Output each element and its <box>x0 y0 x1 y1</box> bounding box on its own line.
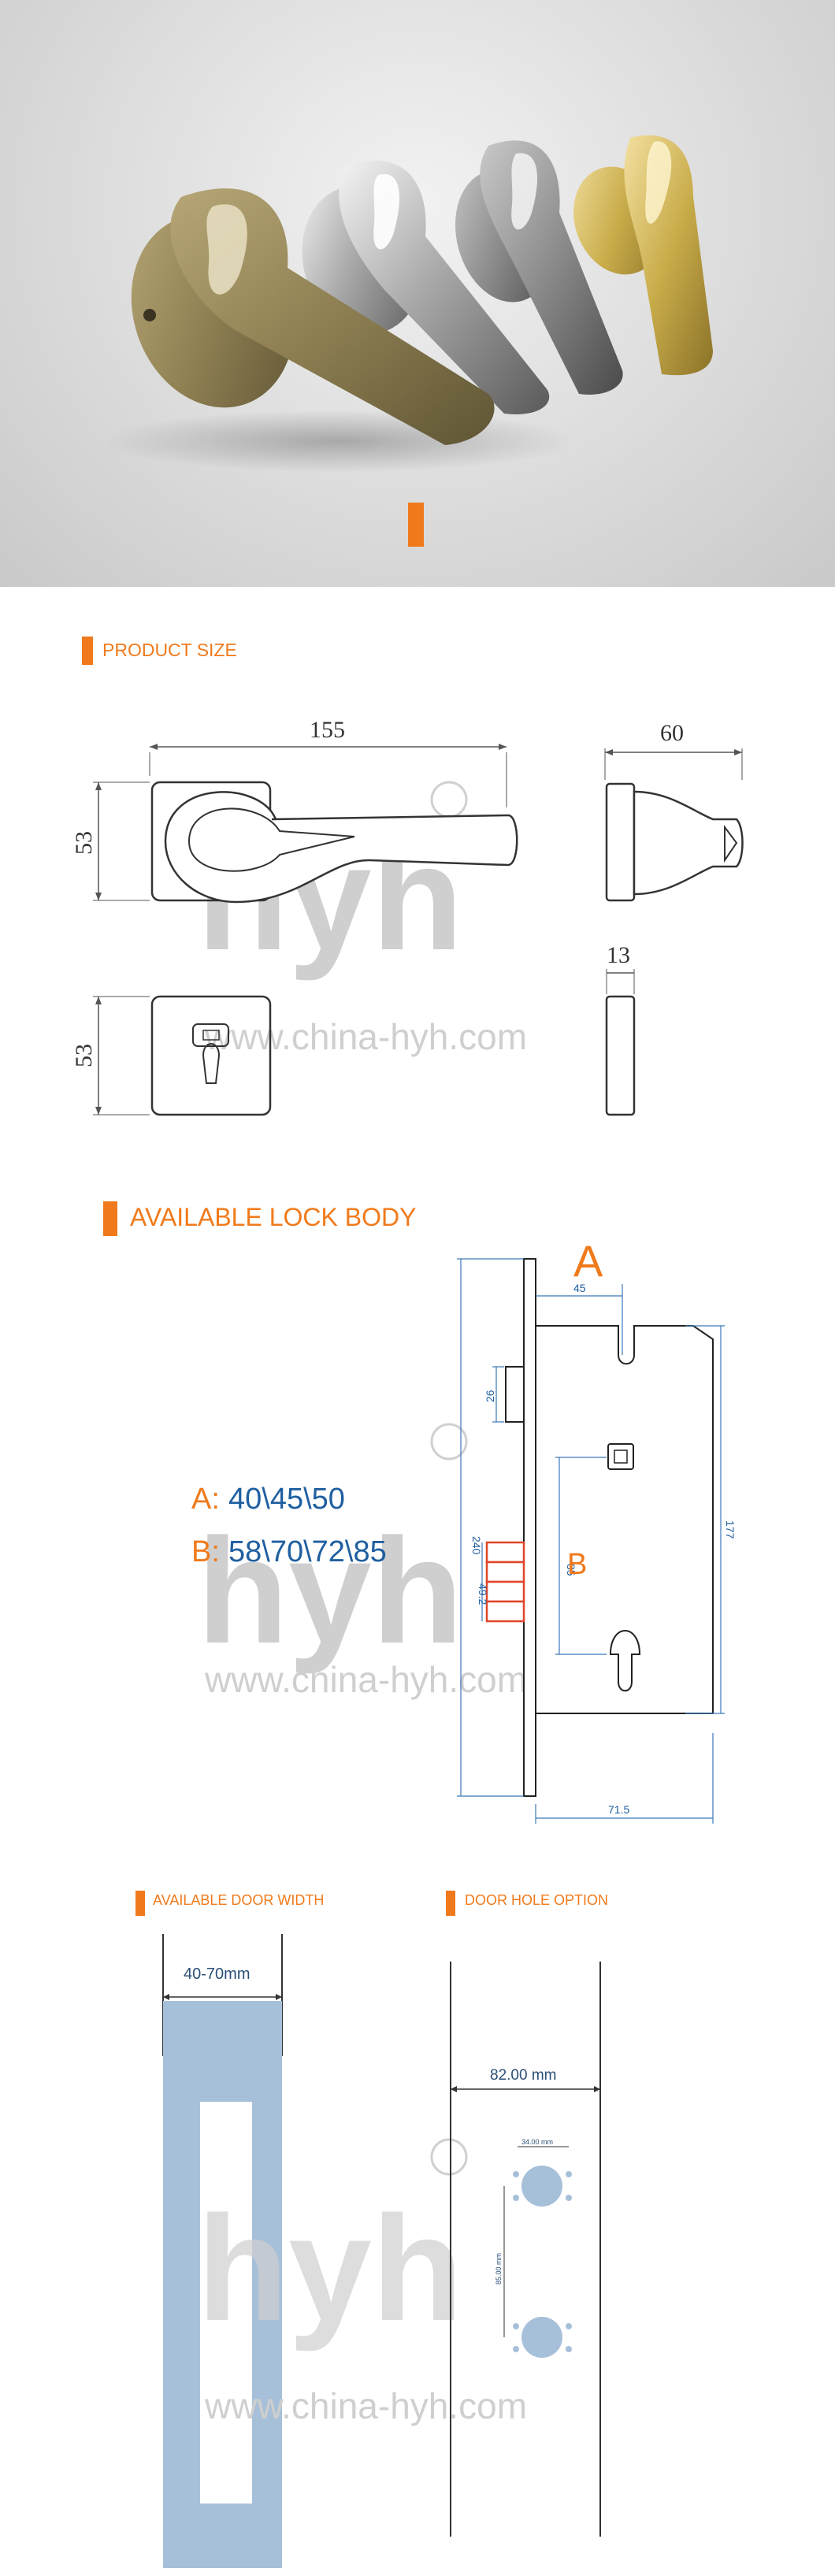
dim-height-53-bottom: 53 <box>71 1044 97 1067</box>
keyhole-icon <box>202 1043 221 1084</box>
dim-26: 26 <box>484 1390 496 1402</box>
dim-177: 177 <box>724 1520 737 1539</box>
watermark-logo-3: hyh <box>197 2185 463 2352</box>
dim-thickness-13: 13 <box>607 942 630 968</box>
hole-spacing: 85.00 mm <box>495 2253 503 2285</box>
door-width-range: 40-70mm <box>184 1965 250 1983</box>
watermark-registered-icon-3 <box>430 2138 468 2176</box>
dim-45: 45 <box>573 1282 586 1294</box>
spec-a-values: 40\45\50 <box>228 1483 345 1516</box>
lock-body-title: AVAILABLE LOCK BODY <box>130 1203 417 1231</box>
watermark-registered-icon <box>430 781 468 818</box>
dim-depth-60: 60 <box>660 720 684 746</box>
hole-diameter: 34.00 mm <box>521 2138 553 2146</box>
dim-71-5: 71.5 <box>608 1803 629 1816</box>
door-options-drawing: 40-70mm hyh www.china-hyh.com 82.00 mm 3… <box>162 1934 601 2568</box>
side-rosette <box>605 782 636 902</box>
label-b: B <box>567 1548 587 1581</box>
door-width-accent <box>135 1891 145 1916</box>
cylinder-hole <box>609 1630 641 1692</box>
dim-49-2: 49.2 <box>477 1583 489 1605</box>
door-width-title: AVAILABLE DOOR WIDTH <box>153 1892 325 1908</box>
label-a: A <box>573 1245 603 1286</box>
dim-85: 85 <box>565 1564 577 1576</box>
lock-case <box>535 1325 714 1714</box>
watermark-logo-2: hyh <box>197 1508 463 1675</box>
product-size-title: PRODUCT SIZE <box>102 640 237 660</box>
lever-handles-illustration <box>102 135 713 473</box>
product-size-drawing: hyh www.china-hyh.com 155 53 60 53 13 <box>71 717 744 1116</box>
side-lever <box>633 790 744 896</box>
spec-a-prefix: A: <box>191 1483 220 1516</box>
hero-product-photo <box>0 0 835 587</box>
door-mortise-slot <box>200 2102 252 2504</box>
product-size-accent <box>82 637 93 665</box>
door-width-mm: 82.00 mm <box>490 2067 556 2084</box>
rosette-bottom <box>150 995 272 1116</box>
lock-body-accent <box>103 1201 117 1236</box>
door-hole-accent <box>446 1891 455 1916</box>
lock-faceplate <box>523 1258 536 1797</box>
spec-b-prefix: B: <box>191 1535 220 1568</box>
side-lever-tip <box>724 825 738 863</box>
lock-body-drawing: hyh www.china-hyh.com A: 40\45\50 B: 58\… <box>191 1245 737 1824</box>
watermark-url-3: www.china-hyh.com <box>204 2385 527 2426</box>
door-hole-title: DOOR HOLE OPTION <box>465 1892 609 1908</box>
watermark-url: www.china-hyh.com <box>204 1016 527 1057</box>
spec-b-values: 58\70\72\85 <box>228 1535 387 1568</box>
watermark-url-2: www.china-hyh.com <box>204 1659 527 1700</box>
latch-bolt <box>505 1366 525 1423</box>
hero-accent-mark <box>408 503 424 547</box>
lever-inner-outline <box>187 807 355 872</box>
dim-width-155: 155 <box>310 717 345 743</box>
lower-hole <box>521 2317 562 2358</box>
thumb-turn <box>192 1023 229 1047</box>
side-plate <box>605 995 636 1116</box>
follower-square <box>607 1443 634 1470</box>
deadbolt-block <box>485 1600 525 1623</box>
watermark-registered-icon-2 <box>430 1423 468 1461</box>
dim-240: 240 <box>470 1536 483 1555</box>
dim-height-53-top: 53 <box>71 831 97 855</box>
upper-hole <box>521 2166 562 2207</box>
lever-outline <box>164 791 518 904</box>
